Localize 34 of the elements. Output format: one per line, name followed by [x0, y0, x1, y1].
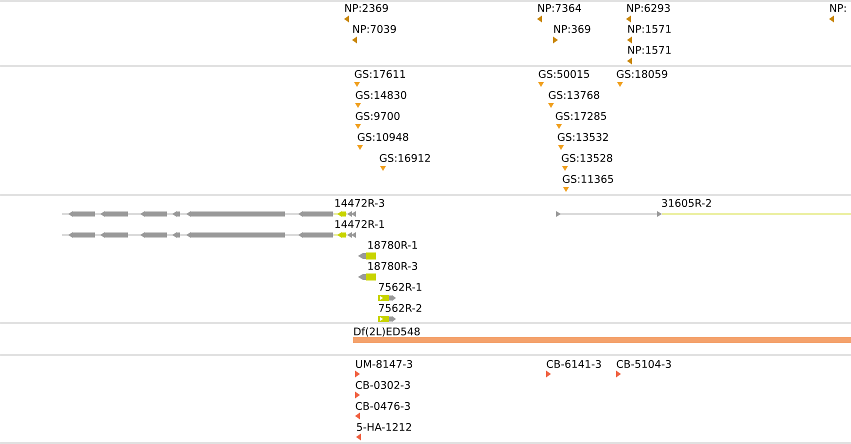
feature-label: 7562R-2 — [379, 304, 422, 312]
feature-label: CB-5104-3 — [616, 360, 671, 368]
feature-label: 18780R-3 — [368, 262, 418, 270]
feature-label: 5-HA-1212 — [357, 423, 411, 431]
feature-label: GS:13528 — [562, 154, 612, 162]
feature-label: NP:1571 — [628, 25, 671, 33]
feature-label: NP:1571 — [628, 46, 671, 54]
feature-label: GS:13768 — [548, 91, 600, 99]
feature-label: NP:2369 — [345, 4, 388, 12]
feature-label: NP: — [830, 4, 846, 12]
feature-label: CB-6141-3 — [546, 360, 601, 368]
feature-label: 14472R-1 — [335, 220, 384, 228]
feature-label: GS:17285 — [556, 112, 606, 120]
feature-label: GS:13532 — [558, 133, 608, 141]
feature-label: 18780R-1 — [368, 241, 417, 249]
feature-label: NP:369 — [554, 25, 590, 33]
feature-label: NP:7039 — [353, 25, 396, 33]
feature-label: GS:18059 — [616, 70, 668, 78]
feature-label: NP:6293 — [627, 4, 670, 12]
feature-label: 14472R-3 — [335, 199, 384, 207]
feature-label: UM-8147-3 — [356, 360, 412, 368]
feature-label: 7562R-1 — [379, 283, 422, 291]
feature-label: GS:17611 — [354, 70, 405, 78]
feature-label: CB-0302-3 — [356, 381, 410, 389]
feature-label: Df(2L)ED548 — [354, 327, 420, 337]
feature-label: GS:11365 — [562, 175, 614, 183]
feature-label: GS:10948 — [358, 133, 408, 141]
feature-label: GS:16912 — [380, 154, 430, 162]
feature-label: GS:9700 — [356, 112, 400, 120]
feature-label: CB-0476-3 — [356, 402, 410, 410]
feature-label: GS:14830 — [356, 91, 406, 99]
feature-label: 31605R-2 — [662, 199, 711, 207]
feature-label: NP:7364 — [538, 4, 582, 12]
feature-label: GS:50015 — [538, 70, 590, 78]
